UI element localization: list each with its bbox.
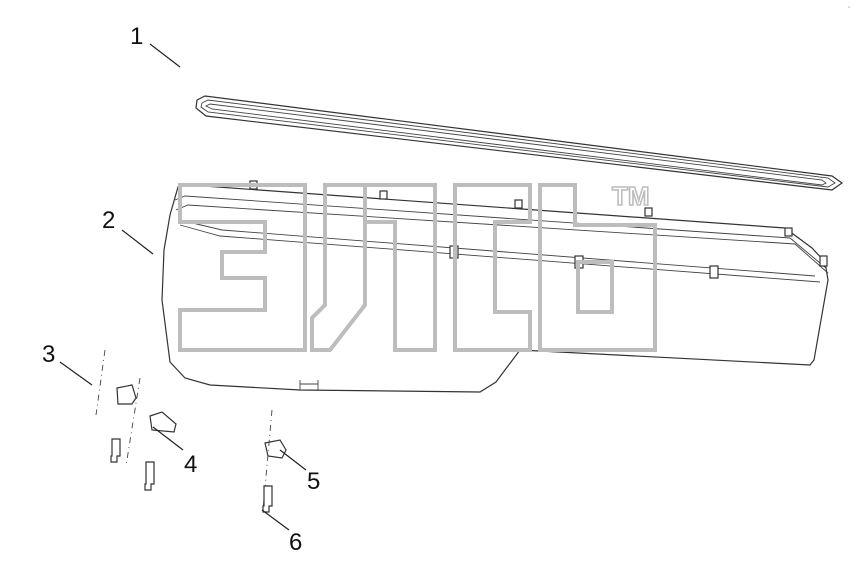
callout-5: 5: [307, 468, 320, 495]
callout-3: 3: [42, 341, 55, 368]
watermark-trademark: TM: [612, 181, 650, 211]
callout-4: 4: [184, 451, 197, 478]
corner-mark: ˜: [847, 7, 851, 14]
callout-1: 1: [130, 23, 143, 50]
bolt-part-6: [262, 485, 273, 513]
bracket-part-4: [110, 411, 177, 491]
gasket-part-1: [195, 95, 844, 191]
watermark-logo: TM: [178, 180, 657, 352]
callout-6: 6: [289, 529, 302, 556]
callout-2: 2: [102, 207, 115, 234]
leader-lines: [59, 43, 307, 531]
clip-part-5: [262, 409, 287, 511]
bracket-part-3: [95, 349, 141, 467]
